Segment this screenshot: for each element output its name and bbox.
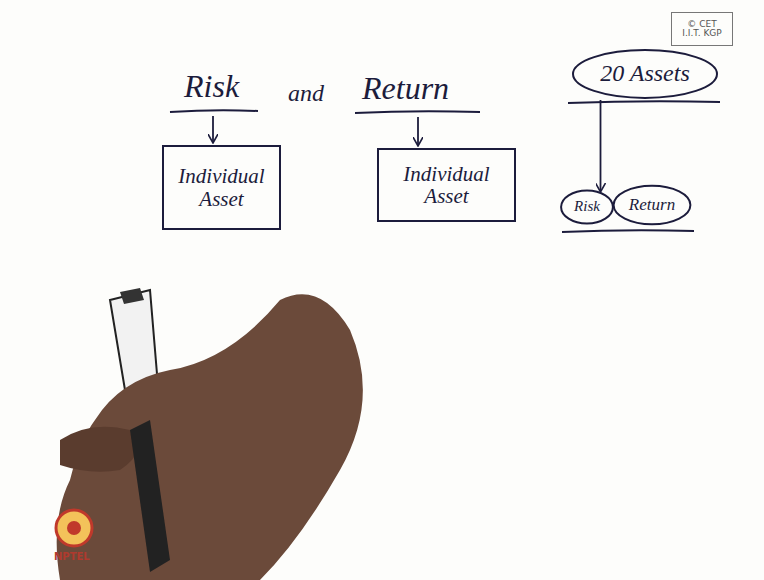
heading-word: Risk <box>184 68 239 105</box>
logo-text: © CET I.I.T. KGP <box>677 20 727 39</box>
node-text: 20 Assets <box>600 61 690 86</box>
node-text: Individual Asset <box>168 165 275 209</box>
logo-text: NPTEL <box>54 551 90 562</box>
arrow <box>212 116 214 142</box>
asset-box: Individual Asset <box>377 148 516 222</box>
asset-box: Individual Asset <box>162 145 281 230</box>
return-ellipse: Return <box>612 184 692 226</box>
node-text: Return <box>629 196 675 214</box>
copyright-logo: © CET I.I.T. KGP <box>671 12 733 46</box>
underline <box>562 230 694 232</box>
node-text: Risk <box>574 199 600 215</box>
connective-word: and <box>288 80 324 107</box>
connector-arrow <box>600 100 602 191</box>
underline <box>355 111 480 113</box>
group-ellipse: 20 Assets <box>570 48 720 100</box>
node-text: Individual Asset <box>383 163 510 207</box>
risk-ellipse: Risk <box>560 189 614 225</box>
underline <box>170 110 258 112</box>
nptel-logo <box>56 510 92 546</box>
hand-illustration <box>57 288 363 580</box>
arrow <box>417 117 419 145</box>
heading-word: Return <box>362 70 449 107</box>
underline <box>568 101 720 103</box>
